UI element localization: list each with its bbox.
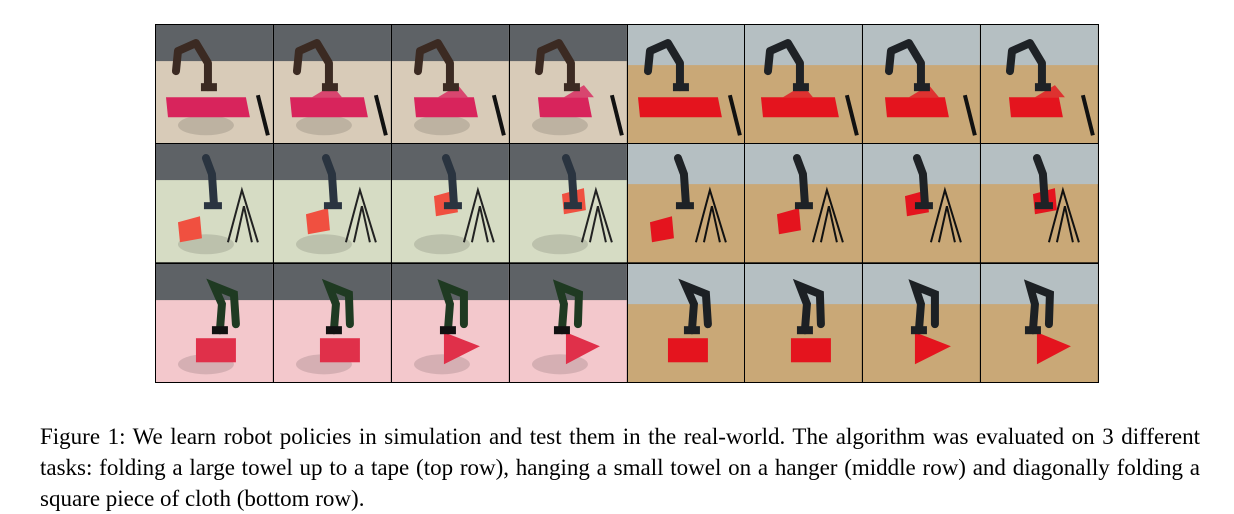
sim-hanger-frame-2 bbox=[273, 144, 391, 263]
real-hanger-frame-2 bbox=[745, 144, 863, 263]
sim-towel-fold-frame-2 bbox=[273, 25, 391, 144]
real-diagonal-fold-frame-4 bbox=[981, 263, 1098, 382]
real-diagonal-fold-frame-2 bbox=[745, 263, 863, 382]
sim-hanger-frame-4 bbox=[509, 144, 627, 263]
sim-diagonal-fold-frame-1 bbox=[156, 263, 273, 382]
sim-diagonal-fold-frame-2 bbox=[273, 263, 391, 382]
sim-diagonal-fold-frame-4 bbox=[509, 263, 627, 382]
sim-towel-fold-frame-3 bbox=[391, 25, 509, 144]
figure-caption: Figure 1: We learn robot policies in sim… bbox=[40, 424, 1200, 511]
sim-diagonal-fold-frame-3 bbox=[391, 263, 509, 382]
real-hanger-frame-4 bbox=[981, 144, 1098, 263]
real-hanger-frame-3 bbox=[863, 144, 981, 263]
real-diagonal-fold-frame-3 bbox=[863, 263, 981, 382]
real-towel-fold-frame-1 bbox=[627, 25, 745, 144]
sim-hanger-frame-3 bbox=[391, 144, 509, 263]
real-towel-fold-frame-2 bbox=[745, 25, 863, 144]
real-towel-fold-frame-3 bbox=[863, 25, 981, 144]
real-diagonal-fold-frame-1 bbox=[627, 263, 745, 382]
sim-hanger-frame-1 bbox=[156, 144, 273, 263]
real-hanger-frame-1 bbox=[627, 144, 745, 263]
sim-towel-fold-frame-4 bbox=[509, 25, 627, 144]
figure-image-grid bbox=[155, 24, 1099, 383]
sim-towel-fold-frame-1 bbox=[156, 25, 273, 144]
real-towel-fold-frame-4 bbox=[981, 25, 1098, 144]
